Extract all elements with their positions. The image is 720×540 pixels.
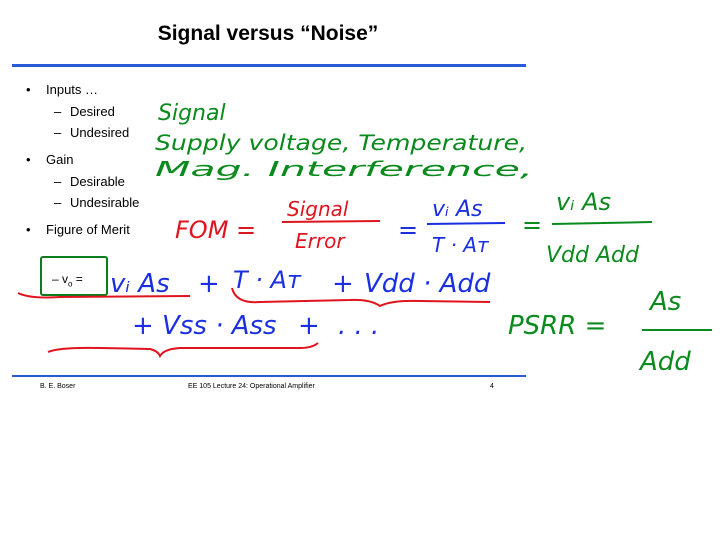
svg-text:+: +: [298, 311, 320, 341]
hw-signal: Signal: [158, 101, 226, 126]
svg-text:vᵢ As: vᵢ As: [110, 269, 170, 299]
bullet-label: Inputs …: [46, 82, 99, 97]
bullet-label: Figure of Merit: [46, 222, 130, 237]
sub-bullet-label: Desired: [70, 104, 115, 119]
svg-text:T · Aᴛ: T · Aᴛ: [233, 266, 302, 294]
svg-text:T · Aᴛ: T · Aᴛ: [432, 233, 490, 257]
vo-expression: – vo =: [52, 272, 83, 289]
svg-text:Error: Error: [295, 229, 346, 253]
svg-text:+: +: [332, 269, 354, 299]
slide-title: Signal versus “Noise”: [157, 22, 379, 45]
hw-psrr-green: PSRR = As Add: [508, 287, 712, 377]
svg-text:As: As: [648, 287, 681, 317]
svg-text:=: =: [522, 211, 542, 239]
svg-text:Vdd Add: Vdd Add: [546, 243, 640, 268]
hw-mag-interference: Mag. Interference,: [155, 157, 533, 181]
hw-fom-blue: = vᵢ As T · Aᴛ: [398, 197, 506, 257]
svg-text:PSRR =: PSRR =: [508, 311, 606, 341]
footer-author: B. E. Boser: [40, 383, 76, 390]
svg-text:Signal: Signal: [287, 197, 349, 221]
svg-text:. . .: . . .: [338, 311, 379, 341]
svg-text:vᵢ As: vᵢ As: [556, 188, 611, 216]
footer-rule: [12, 375, 526, 377]
svg-text:FOM =: FOM =: [175, 216, 256, 244]
sub-bullet-label: Undesirable: [70, 195, 140, 210]
svg-text:Add: Add: [638, 347, 691, 377]
footer-page-number: 4: [490, 383, 494, 390]
hw-fom-red: FOM = Signal Error: [175, 197, 381, 253]
hw-supply-temperature: Supply voltage, Temperature,: [155, 131, 527, 155]
svg-text:+: +: [198, 269, 220, 299]
svg-text:vᵢ As: vᵢ As: [432, 197, 482, 222]
bullet-label: Gain: [46, 152, 74, 167]
vo-highlight-box: [40, 256, 108, 296]
title-rule: [12, 64, 526, 67]
svg-text:Vdd · Add: Vdd · Add: [364, 269, 491, 299]
footer-course: EE 105 Lecture 24: Operational Amplifier: [188, 383, 315, 390]
hw-fom-green: = vᵢ As Vdd Add: [522, 188, 653, 268]
svg-text:+ Vss · Ass: + Vss · Ass: [132, 311, 277, 341]
hw-red-braces: [17, 287, 491, 359]
hw-vo-blue: vᵢ As + T · Aᴛ + Vdd · Add + Vss · Ass +…: [110, 266, 491, 341]
svg-text:=: =: [398, 216, 418, 244]
sub-bullet-label: Desirable: [70, 174, 125, 189]
sub-bullet-label: Undesired: [70, 125, 130, 140]
